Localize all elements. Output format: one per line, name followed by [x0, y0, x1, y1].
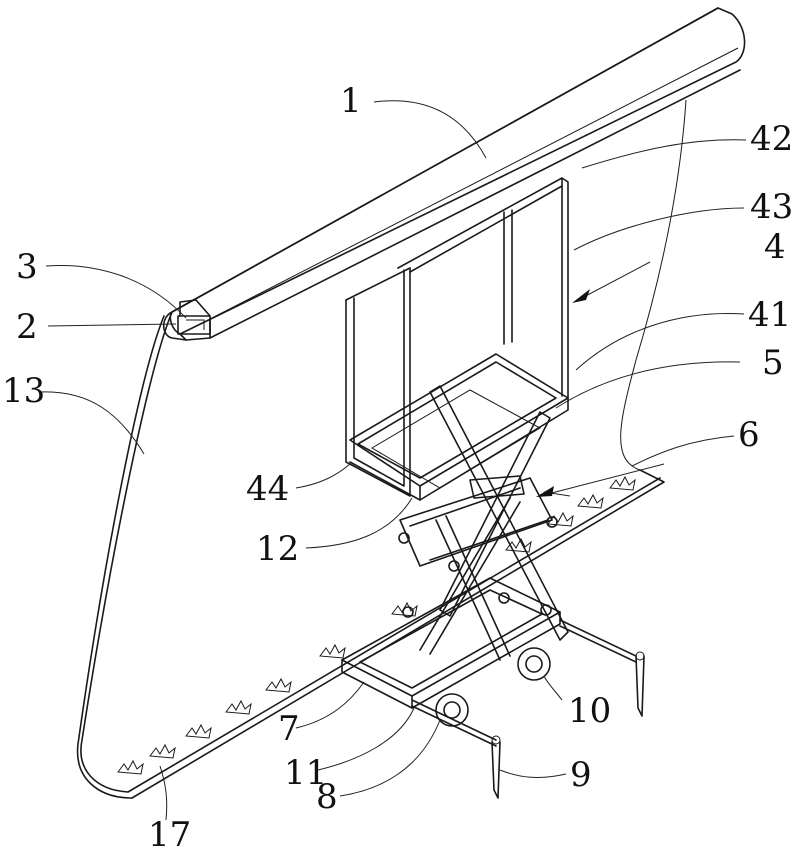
label-3: 3: [16, 247, 38, 287]
label-4: 4: [764, 227, 786, 267]
label-7: 7: [278, 709, 300, 749]
wheeled-base: [342, 578, 644, 798]
label-17: 17: [148, 815, 191, 855]
upper-frame: [346, 178, 568, 500]
label-12: 12: [256, 529, 299, 569]
label-41: 41: [748, 295, 791, 335]
label-10: 10: [568, 691, 611, 731]
label-6: 6: [738, 415, 760, 455]
label-43: 43: [750, 187, 793, 227]
label-44: 44: [246, 469, 289, 509]
beam-cover: [164, 8, 745, 340]
label-2: 2: [16, 307, 38, 347]
arrows: [536, 262, 664, 497]
label-8: 8: [316, 777, 338, 817]
label-13: 13: [2, 371, 45, 411]
label-42: 42: [750, 119, 793, 159]
label-9: 9: [570, 755, 592, 795]
label-1: 1: [340, 81, 362, 121]
scissor-lift: [399, 386, 568, 660]
label-5: 5: [762, 343, 784, 383]
